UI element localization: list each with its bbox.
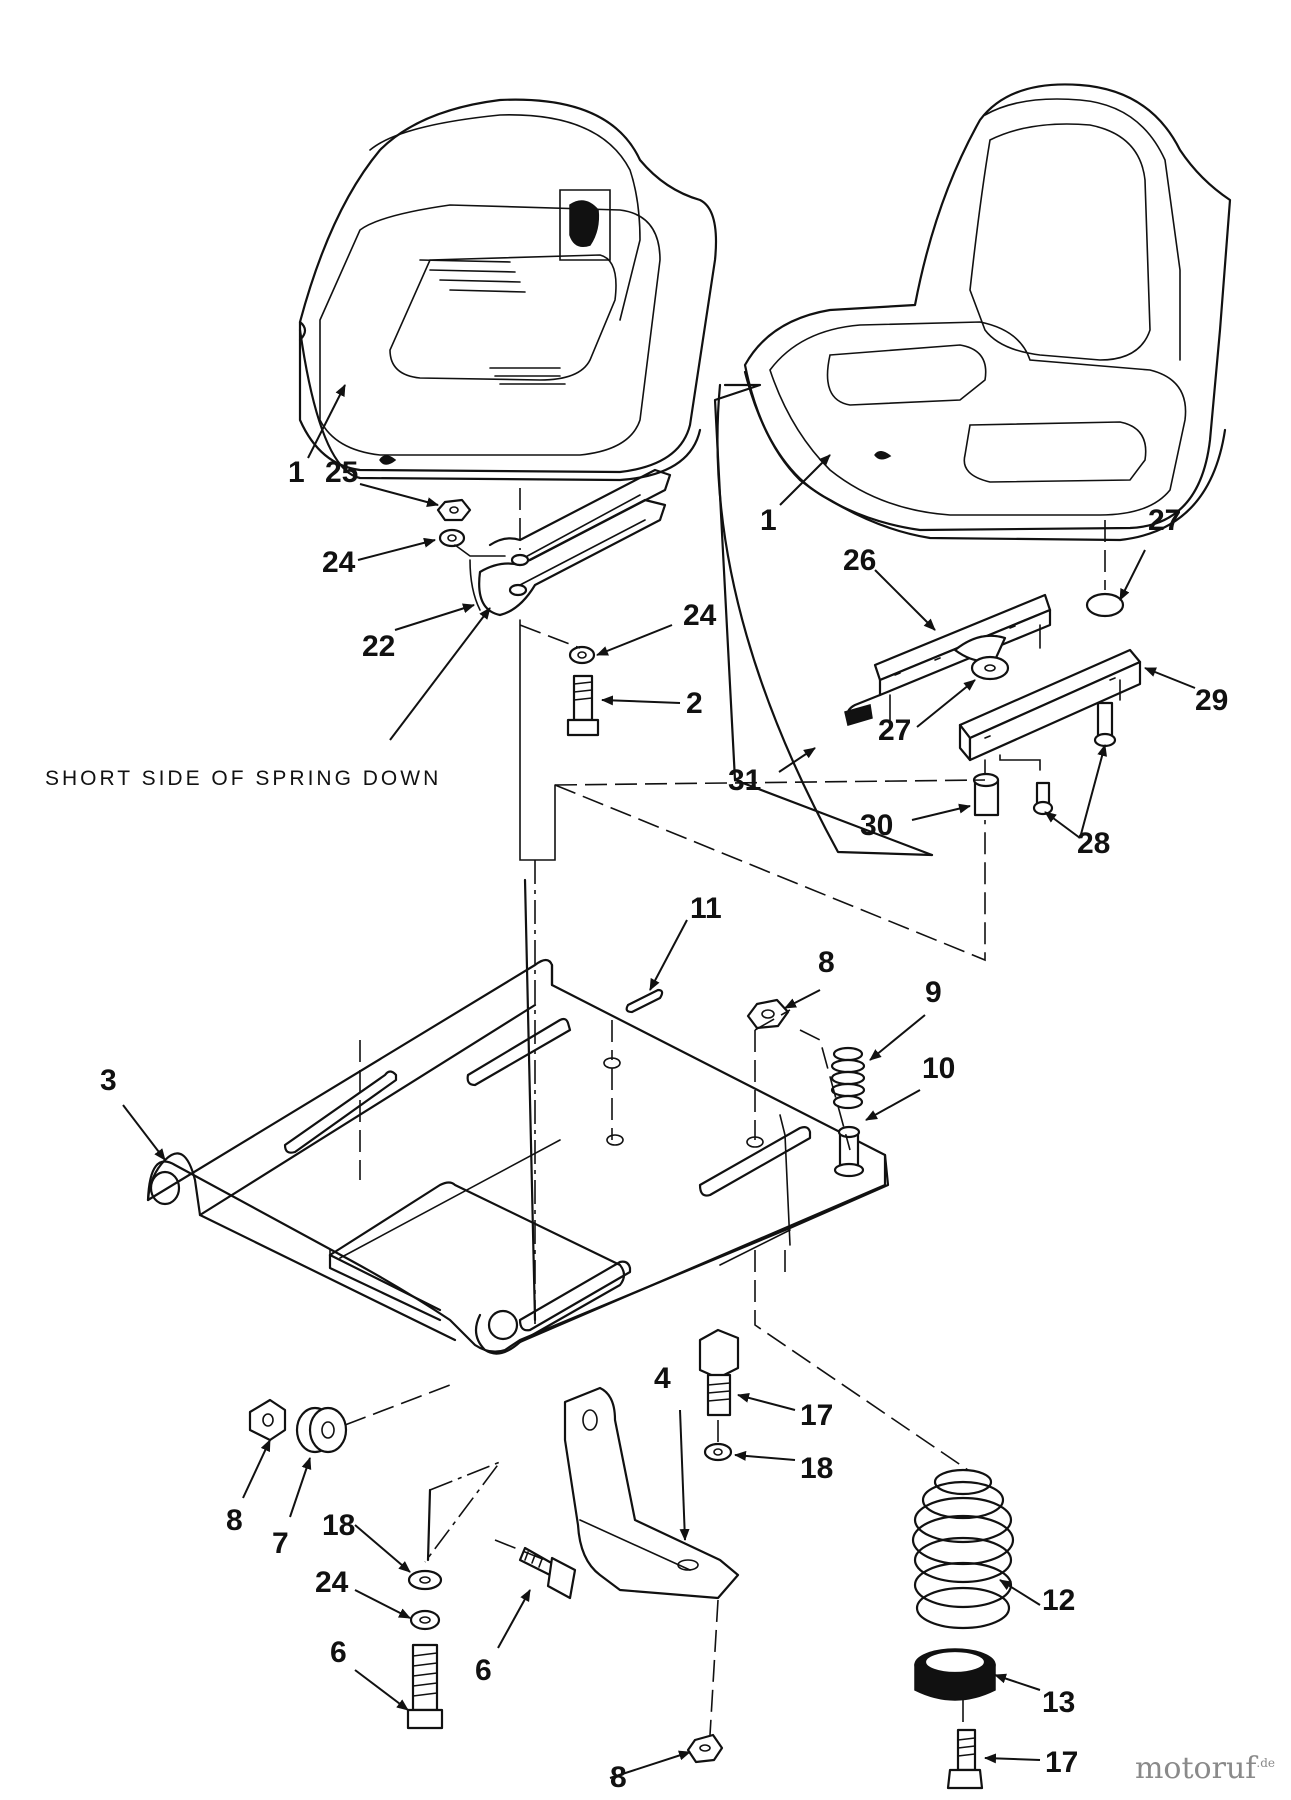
- bolt-6b: [518, 1546, 577, 1600]
- callout-8-left: 8: [226, 1504, 243, 1537]
- bolt-17a: [698, 1328, 740, 1417]
- callout-24-low: 24: [315, 1566, 349, 1599]
- screws-28: [999, 701, 1117, 816]
- callout-7: 7: [272, 1527, 289, 1560]
- callout-18-right: 18: [800, 1452, 833, 1485]
- callout-13: 13: [1042, 1686, 1075, 1719]
- callout-31: 31: [728, 764, 761, 797]
- callout-8-upper: 8: [818, 946, 835, 979]
- washer-18b: [407, 1569, 443, 1591]
- bushing-7: [295, 1406, 348, 1454]
- callout-3: 3: [100, 1064, 117, 1097]
- nut-8b: [248, 1398, 287, 1442]
- callout-10: 10: [922, 1052, 955, 1085]
- seat-right: [743, 83, 1232, 542]
- callout-1-right: 1: [760, 504, 777, 537]
- assembly-lines: [344, 383, 1106, 1736]
- callout-27-mid: 27: [878, 714, 911, 747]
- pin-10: [833, 1125, 865, 1178]
- callout-9: 9: [925, 976, 942, 1009]
- callout-29: 29: [1195, 684, 1228, 717]
- nut-8c: [686, 1733, 724, 1764]
- note-short-side-spring: SHORT SIDE OF SPRING DOWN: [45, 767, 441, 790]
- callout-1-left: 1: [288, 456, 305, 489]
- callout-6-mid: 6: [475, 1654, 492, 1687]
- pin-11: [625, 988, 664, 1014]
- watermark: motoruf.de: [1135, 1751, 1275, 1786]
- spring-12: [911, 1468, 1015, 1630]
- callout-arrows: [122, 384, 1196, 1779]
- seat-left: [298, 98, 718, 482]
- callout-18-left: 18: [322, 1509, 355, 1542]
- callout-24-mid: 24: [683, 599, 717, 632]
- cushion-13: [914, 1648, 996, 1701]
- bracket-4: [563, 1386, 740, 1600]
- spacer-30: [972, 772, 1000, 817]
- callout-2: 2: [686, 687, 703, 720]
- bolt-17b: [946, 1728, 984, 1790]
- part-29-slide: [958, 648, 1142, 791]
- callout-22: 22: [362, 630, 395, 663]
- callout-17-upper: 17: [800, 1399, 833, 1432]
- callout-17-lower: 17: [1045, 1746, 1078, 1779]
- washer-18a: [703, 1442, 733, 1462]
- callout-27-top: 27: [1148, 504, 1181, 537]
- nut-8a: [746, 998, 790, 1030]
- washer-24c: [409, 1609, 441, 1631]
- washer-24a: [438, 528, 466, 548]
- spring-9: [830, 1046, 866, 1110]
- callout-8-bottom: 8: [610, 1761, 627, 1794]
- watermark-tld: .de: [1256, 1756, 1275, 1770]
- callout-11: 11: [690, 892, 722, 925]
- callout-4: 4: [654, 1362, 671, 1395]
- bolt-2: [566, 674, 600, 737]
- part-22-spring: [469, 468, 672, 617]
- washer-24b: [568, 645, 596, 665]
- callout-labels: 1 25 24 22 24 2 1 27 26 29 27 31 30 28 1…: [100, 456, 1228, 1794]
- washer-27b: [970, 655, 1010, 681]
- callout-30: 30: [860, 809, 893, 842]
- callout-26: 26: [843, 544, 876, 577]
- callout-25: 25: [325, 456, 358, 489]
- callout-24-top: 24: [322, 546, 356, 579]
- watermark-brand: motoruf: [1134, 1751, 1257, 1786]
- part-26-slide: [844, 593, 1052, 726]
- callout-28: 28: [1077, 827, 1110, 860]
- washer-27a: [1085, 592, 1125, 618]
- nut-25: [436, 498, 472, 522]
- callout-12: 12: [1042, 1584, 1075, 1617]
- callout-6-left: 6: [330, 1636, 347, 1669]
- bolt-6a: [406, 1643, 444, 1730]
